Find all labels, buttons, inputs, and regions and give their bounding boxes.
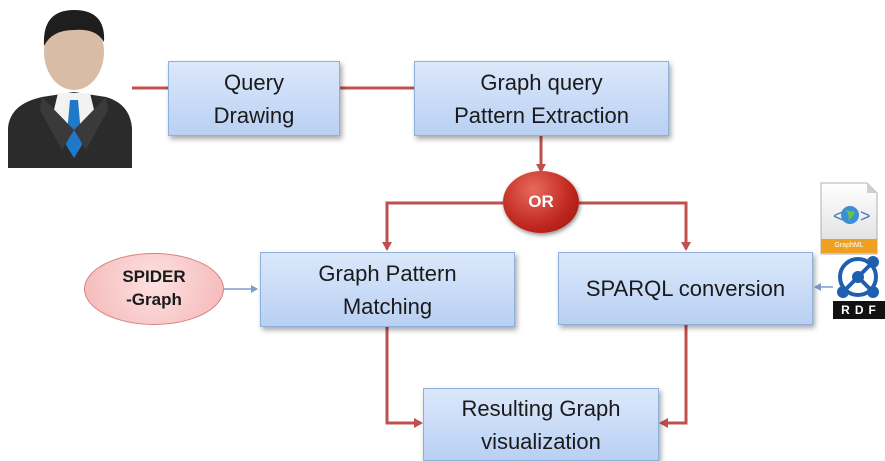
or-badge: OR [503, 171, 579, 233]
result-visualization-box: Resulting Graph visualization [423, 388, 659, 461]
pattern-extraction-box: Graph query Pattern Extraction [414, 61, 669, 136]
connector-or-matching [382, 201, 503, 251]
user-avatar-icon [8, 10, 132, 168]
spider-graph-label: SPIDER -Graph [122, 267, 186, 309]
svg-text:>: > [860, 206, 871, 226]
spider-graph-node: SPIDER -Graph [84, 253, 224, 325]
pattern-matching-label: Graph Pattern Matching [318, 260, 457, 319]
graphml-caption: GraphML [834, 242, 864, 249]
pattern-matching-box: Graph Pattern Matching [260, 252, 515, 327]
connector-or-sparql [579, 201, 691, 251]
result-visualization-label: Resulting Graph visualization [461, 395, 621, 454]
query-drawing-box: Query Drawing [168, 61, 340, 136]
sparql-conversion-box: SPARQL conversion [558, 252, 813, 325]
pattern-extraction-label: Graph query Pattern Extraction [454, 69, 629, 128]
query-drawing-label: Query Drawing [213, 69, 295, 128]
graphml-file-icon: < > [820, 182, 878, 255]
rdf-label: RDF [833, 301, 885, 319]
connector-matching-result [385, 327, 423, 428]
rdf-logo-icon [837, 256, 879, 298]
connector-sparql-result [659, 325, 688, 428]
sparql-conversion-label: SPARQL conversion [585, 276, 786, 301]
svg-text:<: < [833, 206, 844, 226]
